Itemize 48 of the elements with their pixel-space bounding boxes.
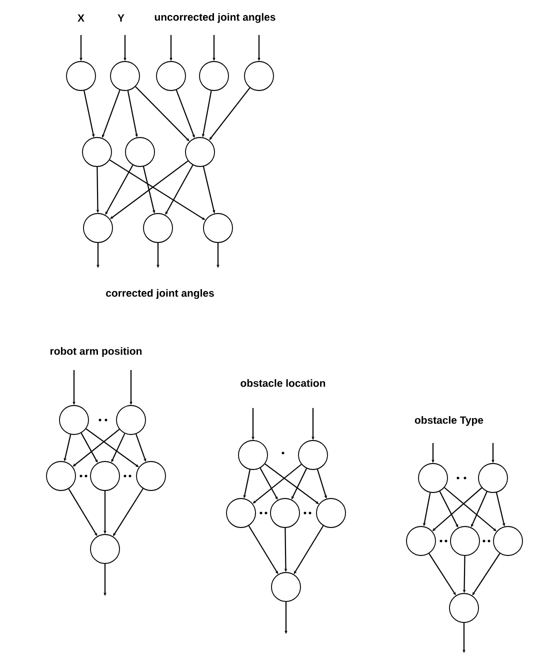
layer-label: corrected joint angles	[106, 289, 214, 299]
neuron-circle	[110, 61, 140, 91]
arrow	[86, 428, 139, 468]
neuron-circle	[316, 498, 346, 528]
neuron-circle	[46, 461, 76, 491]
layer-label: uncorrected joint angles	[154, 13, 276, 23]
neuron-circle	[143, 213, 173, 243]
neuron-circle	[59, 405, 89, 435]
neuron-circle	[116, 405, 146, 435]
neuron-circle	[82, 137, 112, 167]
neuron-circle	[418, 463, 448, 493]
arrow	[135, 86, 190, 142]
neuron-circle	[90, 461, 120, 491]
neuron-circle	[298, 440, 328, 470]
arrow	[111, 433, 126, 462]
neuron-circle	[244, 61, 274, 91]
neuron-circle	[493, 526, 523, 556]
arrow	[260, 468, 278, 500]
arrow	[80, 432, 98, 463]
neuron-circle	[226, 498, 256, 528]
arrow	[142, 166, 156, 214]
neuron-circle	[156, 61, 186, 91]
arrow	[472, 553, 500, 596]
neuron-circle	[238, 440, 268, 470]
neuron-circle	[185, 137, 215, 167]
arrow	[496, 492, 506, 526]
neuron-circle	[199, 61, 229, 91]
neuron-circle	[271, 572, 301, 602]
neuron-circle	[478, 463, 508, 493]
neuron-circle	[450, 526, 480, 556]
layer-label: robot arm position	[50, 347, 142, 357]
arrow	[428, 553, 456, 596]
neuron-circle	[66, 61, 96, 91]
neuron-circle	[90, 534, 120, 564]
neuron-circle	[83, 213, 113, 243]
neuron-circle	[449, 593, 479, 623]
neuron-circle	[406, 526, 436, 556]
layer-label: X	[78, 14, 84, 22]
layer-label: Y	[118, 14, 124, 22]
neuron-circle	[270, 498, 300, 528]
layer-label: obstacle Type	[414, 416, 484, 426]
neuron-circle	[136, 461, 166, 491]
layer-label: obstacle location	[240, 379, 326, 387]
arrow	[202, 166, 216, 214]
arrow	[165, 164, 194, 215]
arrow	[105, 164, 134, 215]
neuron-circle	[203, 213, 233, 243]
neuron-circle	[125, 137, 155, 167]
